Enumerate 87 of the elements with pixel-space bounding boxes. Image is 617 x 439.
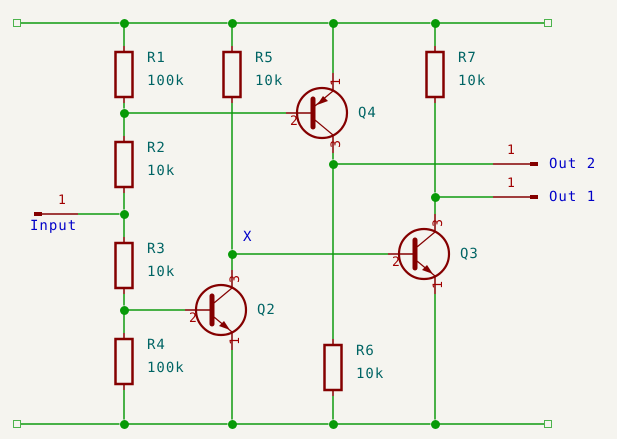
wire bbox=[434, 202, 436, 214]
junction-dot bbox=[430, 420, 440, 428]
junction-dot bbox=[328, 420, 338, 428]
junction-dot bbox=[228, 250, 236, 258]
pin-number: 1 bbox=[58, 194, 66, 208]
wire bbox=[128, 22, 228, 24]
wire bbox=[123, 103, 125, 108]
pin-number: 1 bbox=[228, 337, 243, 345]
pin-number: 2 bbox=[189, 312, 197, 326]
wire bbox=[236, 22, 328, 24]
wire bbox=[236, 423, 328, 425]
terminal-square bbox=[13, 19, 21, 27]
component-ref: Q2 bbox=[257, 302, 276, 318]
wire bbox=[231, 258, 233, 270]
wire bbox=[123, 390, 125, 420]
wire bbox=[236, 253, 388, 255]
component-value: 10k bbox=[356, 366, 384, 382]
pin-number: 3 bbox=[330, 140, 344, 148]
pin-number: 1 bbox=[507, 144, 515, 158]
pin-number: 3 bbox=[432, 219, 446, 227]
pin-number: 1 bbox=[507, 177, 515, 191]
wire bbox=[123, 28, 125, 46]
component-ref: R7 bbox=[458, 50, 477, 66]
pin-number: 1 bbox=[330, 78, 344, 86]
junction-dot bbox=[430, 192, 440, 202]
wire bbox=[231, 103, 233, 250]
wire bbox=[128, 423, 228, 425]
wire bbox=[434, 294, 436, 420]
wire bbox=[123, 118, 125, 136]
terminal-square bbox=[13, 420, 21, 428]
component-ref: R6 bbox=[356, 343, 375, 359]
component-ref: Q4 bbox=[358, 105, 377, 121]
wire bbox=[440, 196, 493, 198]
wire bbox=[332, 153, 334, 160]
component-ref: R5 bbox=[255, 50, 274, 66]
wire bbox=[231, 28, 233, 46]
pin-number: 3 bbox=[228, 275, 243, 283]
junction-dot bbox=[120, 420, 128, 428]
junction-dot bbox=[430, 18, 440, 28]
component-value: 100k bbox=[147, 73, 185, 89]
wire bbox=[231, 350, 233, 420]
wire bbox=[338, 22, 430, 24]
wire bbox=[440, 22, 544, 24]
wire bbox=[338, 163, 493, 165]
wire bbox=[123, 314, 125, 333]
wire bbox=[434, 28, 436, 46]
junction-dot bbox=[120, 18, 128, 28]
junction-dot bbox=[228, 18, 236, 28]
wire bbox=[21, 22, 120, 24]
wire bbox=[440, 423, 544, 425]
wire bbox=[128, 112, 286, 114]
wire bbox=[332, 396, 334, 420]
junction-dot bbox=[120, 108, 128, 118]
pin-number: 2 bbox=[392, 256, 400, 270]
component-ref: R4 bbox=[147, 337, 166, 353]
wire bbox=[332, 168, 334, 339]
wire bbox=[332, 28, 334, 73]
component-ref: Q3 bbox=[460, 246, 479, 262]
component-ref: R2 bbox=[147, 140, 166, 156]
terminal-square bbox=[544, 19, 552, 27]
junction-dot bbox=[328, 160, 338, 168]
wire bbox=[123, 294, 125, 306]
junction-dot bbox=[228, 420, 236, 428]
wire bbox=[78, 213, 120, 215]
component-value: 10k bbox=[147, 264, 176, 280]
wire bbox=[21, 423, 120, 425]
wire bbox=[128, 309, 185, 311]
component-value: 100k bbox=[147, 360, 185, 376]
junction-dot bbox=[328, 18, 338, 28]
net-label: X bbox=[243, 229, 252, 245]
junction-dot bbox=[120, 306, 128, 314]
port-label: Input bbox=[30, 218, 78, 234]
wire bbox=[434, 103, 436, 192]
component-value: 10k bbox=[458, 73, 486, 89]
component-value: 10k bbox=[255, 73, 284, 89]
wire bbox=[123, 218, 125, 237]
junction-dot bbox=[120, 210, 128, 218]
wire bbox=[338, 423, 430, 425]
port-label: Out 1 bbox=[549, 189, 596, 205]
component-ref: R1 bbox=[147, 50, 166, 66]
component-ref: R3 bbox=[147, 241, 166, 257]
component-value: 10k bbox=[147, 163, 176, 179]
wire bbox=[123, 193, 125, 210]
port-label: Out 2 bbox=[549, 156, 596, 172]
pin-number: 2 bbox=[290, 115, 298, 129]
pin-number: 1 bbox=[432, 281, 446, 289]
terminal-square bbox=[544, 420, 552, 428]
